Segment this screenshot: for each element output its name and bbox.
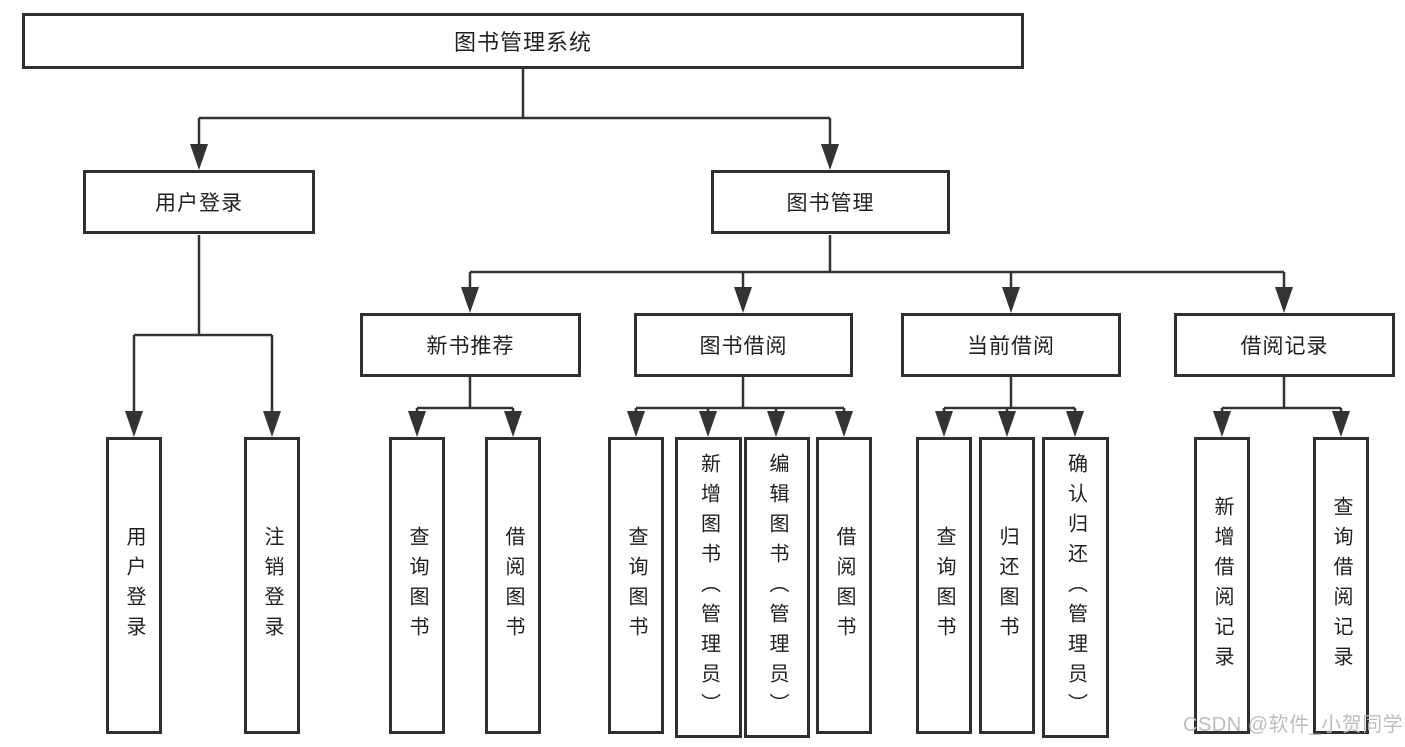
node-label: 新增图书（管理员） bbox=[697, 452, 720, 723]
node-label: 借阅图书 bbox=[833, 525, 855, 646]
leaf-return-books: 归还图书 bbox=[979, 437, 1035, 734]
leaf-add-books-admin: 新增图书（管理员） bbox=[675, 437, 742, 738]
node-label: 借阅记录 bbox=[1240, 335, 1329, 358]
node-book-borrow: 图书借阅 bbox=[634, 313, 853, 377]
leaf-borrow-books-recommend: 借阅图书 bbox=[485, 437, 541, 734]
leaf-query-books-borrow: 查询图书 bbox=[608, 437, 664, 734]
leaf-query-books-recommend: 查询图书 bbox=[389, 437, 445, 734]
node-label: 用户登录 bbox=[155, 192, 243, 215]
leaf-borrow-books: 借阅图书 bbox=[816, 437, 872, 734]
node-label: 借阅图书 bbox=[502, 525, 524, 646]
node-label: 用户登录 bbox=[123, 525, 145, 646]
node-label: 编辑图书（管理员） bbox=[766, 452, 788, 723]
leaf-query-books-current: 查询图书 bbox=[916, 437, 972, 734]
node-library-management-system: 图书管理系统 bbox=[22, 13, 1024, 69]
node-borrow-records: 借阅记录 bbox=[1174, 313, 1395, 377]
node-label: 查询图书 bbox=[406, 525, 428, 646]
node-label: 新书推荐 bbox=[426, 335, 515, 358]
leaf-query-borrow-record: 查询借阅记录 bbox=[1313, 437, 1369, 734]
node-label: 图书管理系统 bbox=[453, 30, 592, 55]
node-label: 新增借阅记录 bbox=[1211, 495, 1233, 676]
node-user-login: 用户登录 bbox=[83, 170, 315, 234]
node-label: 当前借阅 bbox=[967, 335, 1055, 358]
node-current-borrow: 当前借阅 bbox=[901, 313, 1121, 377]
leaf-confirm-return-admin: 确认归还（管理员） bbox=[1042, 437, 1109, 738]
arrowhead-icons bbox=[125, 144, 1350, 437]
node-label: 查询借阅记录 bbox=[1330, 495, 1352, 676]
leaf-edit-books-admin: 编辑图书（管理员） bbox=[744, 437, 810, 738]
node-label: 确认归还（管理员） bbox=[1064, 452, 1087, 723]
node-label: 查询图书 bbox=[625, 525, 647, 646]
node-label: 图书借阅 bbox=[699, 335, 788, 358]
node-book-management: 图书管理 bbox=[711, 170, 950, 234]
leaf-logout: 注销登录 bbox=[244, 437, 300, 734]
node-label: 归还图书 bbox=[996, 525, 1018, 646]
node-label: 查询图书 bbox=[933, 525, 955, 646]
node-label: 注销登录 bbox=[261, 525, 283, 646]
leaf-user-login: 用户登录 bbox=[106, 437, 162, 734]
leaf-add-borrow-record: 新增借阅记录 bbox=[1194, 437, 1250, 734]
csdn-watermark: CSDN @软件_小贺同学 bbox=[1183, 714, 1404, 736]
node-label: 图书管理 bbox=[786, 192, 875, 215]
node-new-book-recommend: 新书推荐 bbox=[360, 313, 581, 377]
